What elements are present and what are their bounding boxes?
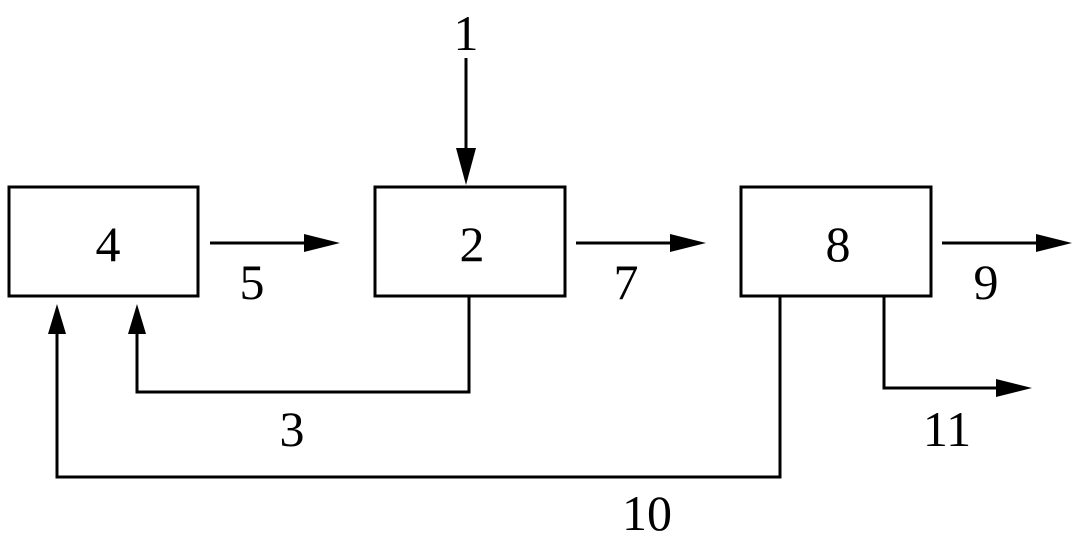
stream-1: 1: [454, 5, 479, 185]
stream-7: 7: [576, 234, 706, 310]
stream-3: 3: [128, 297, 471, 457]
stream-1-label: 1: [454, 5, 479, 61]
stream-9: 9: [942, 234, 1072, 310]
stream-7-arrowhead: [670, 234, 706, 252]
stream-3-label: 3: [280, 401, 305, 457]
stream-11: 11: [882, 297, 1032, 457]
stream-5-arrowhead: [304, 234, 340, 252]
unit-2: 2: [373, 185, 567, 298]
unit-8-label: 8: [826, 216, 851, 272]
unit-4-label: 4: [96, 216, 121, 272]
stream-11-line: [882, 297, 1002, 390]
stream-1-arrowhead: [456, 148, 476, 185]
unit-2-label: 2: [460, 216, 485, 272]
stream-7-label: 7: [614, 254, 639, 310]
stream-9-arrowhead: [1036, 234, 1072, 252]
stream-11-arrowhead: [996, 379, 1032, 397]
stream-10-label: 10: [622, 485, 672, 539]
unit-2-box: [373, 185, 567, 298]
stream-5: 5: [210, 234, 340, 310]
stream-5-label: 5: [240, 254, 265, 310]
unit-8: 8: [739, 185, 933, 298]
stream-10: 10: [48, 297, 782, 539]
unit-4-box: [7, 185, 200, 298]
stream-10-line: [55, 297, 782, 479]
stream-3-line: [135, 297, 471, 394]
stream-10-arrowhead: [48, 304, 66, 334]
stream-3-arrowhead: [128, 304, 146, 334]
unit-8-box: [739, 185, 933, 298]
unit-4: 4: [7, 185, 200, 298]
stream-9-label: 9: [974, 254, 999, 310]
stream-11-label: 11: [923, 401, 971, 457]
